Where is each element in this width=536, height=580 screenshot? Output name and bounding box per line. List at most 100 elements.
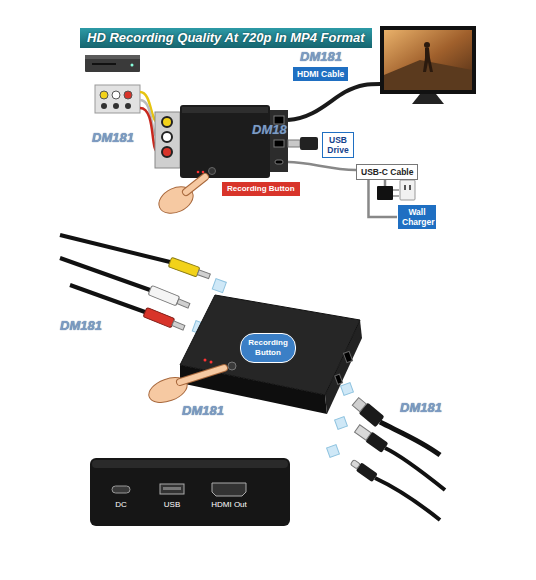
cable-label: USB-C Cable [356,164,418,180]
recorder-device [162,132,172,142]
rca-output-panel [125,103,131,109]
watermark: DM181 [182,403,224,418]
recorder-device [180,105,270,178]
rca-plugs [172,321,185,330]
rca-plugs [143,307,186,332]
rca-plugs [148,285,191,310]
usb-drive [300,137,318,150]
dvd-player [131,64,134,67]
pointing-hand [186,177,205,192]
recorder-device [155,112,180,168]
label-text: Recording Button [227,184,295,194]
recorder-device [155,105,288,178]
rca-output-panel [101,103,107,109]
pointing-hand [145,368,224,407]
television [424,42,430,48]
television [384,60,472,90]
port-close-up [90,458,290,526]
television [380,26,476,94]
usb-drive [288,137,318,150]
rca-plugs [60,235,170,262]
output-plugs [375,478,440,520]
wall-charger [393,189,399,191]
direction-markers [335,417,348,430]
output-plugs [349,458,378,482]
port-name: HDMI Out [204,500,254,510]
dvd-player [85,55,140,72]
rca-output-panel [100,91,108,99]
hdmi-cable [288,84,380,120]
watermark: DM181 [400,400,442,415]
cable-label: HDMI Cable [292,66,349,82]
direction-markers [341,383,354,396]
rca-plugs [197,270,210,279]
output-plugs [385,448,445,490]
port-close-up [163,487,181,490]
rca-output-panel [113,103,119,109]
port-close-up [212,483,246,496]
label-text: Wall Charger [402,207,432,227]
output-plugs [351,396,385,427]
recorder-device [202,171,205,174]
recorder-device [204,359,207,362]
television [423,48,433,72]
watermark: DM181 [60,318,102,333]
output-plugs [355,425,372,440]
wall-charger [400,180,415,200]
output-plugs [349,396,445,520]
usb-c-cable [384,179,387,186]
recorder-device [162,147,172,157]
watermark: DM181 [92,130,134,145]
recorder-device [343,351,352,362]
rca-plugs [148,285,180,306]
recorder-device [335,374,343,384]
charger-label: Wall Charger [397,204,437,230]
port-close-up [90,458,290,526]
label-text: HDMI Cable [297,69,344,79]
watermark: DM181 [300,49,342,64]
label-text: USB-C Cable [361,167,413,177]
label-text: USB Drive [325,135,351,155]
label-text: Recording Button [244,338,292,358]
recorder-device [274,140,284,147]
recorder-device [182,107,268,113]
port-close-up [92,460,288,468]
rca-output-panel [124,91,132,99]
port-name: DC [106,500,136,510]
usb-drive [288,140,300,147]
recorder-device [228,362,236,370]
port-close-up [160,484,184,494]
pointing-hand [186,177,205,192]
recorder-device [162,117,172,127]
direction-markers [212,279,226,293]
usb-c-cable [288,162,356,170]
rca-plugs [143,307,175,328]
wall-charger [377,180,415,200]
pointing-hand [180,368,224,382]
wall-charger [409,185,411,190]
cable-connector [368,180,397,217]
button-badge: Recording Button [240,333,296,363]
rca-plugs [168,257,211,281]
title-banner: HD Recording Quality At 720p In MP4 Form… [80,28,372,48]
recorder-device [210,361,213,364]
recorder-device [270,110,288,172]
wall-charger [404,185,406,190]
dvd-player [92,63,116,65]
wall-charger [377,186,393,200]
output-plugs [354,424,389,453]
television [380,26,476,104]
television [384,30,472,90]
rca-plugs [168,257,200,277]
wall-charger [393,195,399,197]
dvd-player [85,55,140,72]
port-name: USB [157,500,187,510]
rca-plugs [177,299,190,308]
rca-output-panel [95,85,140,113]
rca-plugs [70,285,145,312]
